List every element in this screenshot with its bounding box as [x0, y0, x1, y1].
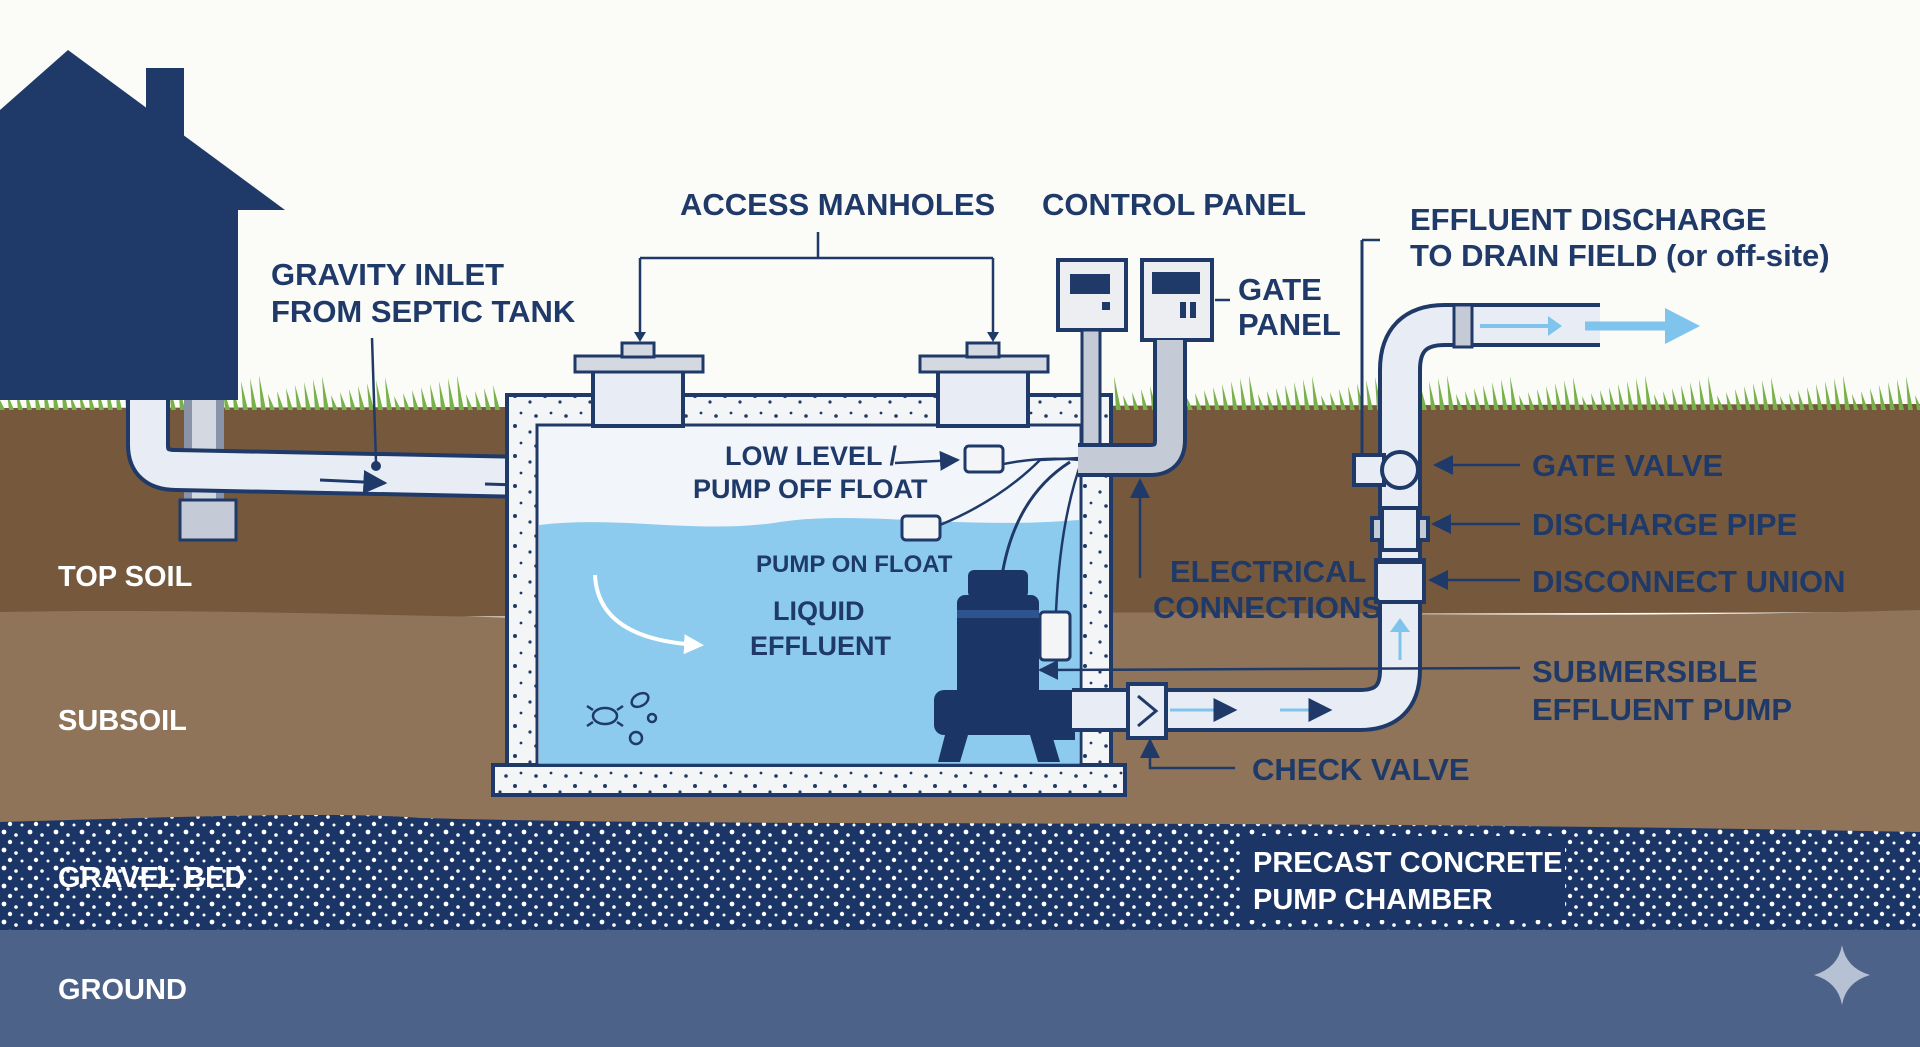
label-liquid-effluent-1: LIQUID [773, 596, 865, 626]
discharge-piping [1072, 240, 1700, 740]
layer-ground: GROUND [58, 974, 187, 1006]
label-low-level-1: LOW LEVEL / [725, 441, 898, 471]
layer-gravel-bed: GRAVEL BED [58, 862, 245, 894]
low-level-float [963, 444, 1005, 474]
label-low-level-2: PUMP OFF FLOAT [693, 474, 928, 504]
pump-on-float [900, 514, 942, 542]
label-gate-panel-2: PANEL [1238, 307, 1341, 342]
float-switches [900, 444, 1084, 662]
label-disconnect-union: DISCONNECT UNION [1532, 564, 1845, 599]
layer-subsoil: SUBSOIL [58, 705, 187, 737]
sparkle-icon [1814, 945, 1870, 1005]
label-electrical-1: ELECTRICAL [1170, 554, 1366, 589]
gravel-layer-dots [0, 815, 1920, 942]
label-effluent-discharge-1: EFFLUENT DISCHARGE [1410, 202, 1767, 237]
gate-panel [1078, 258, 1214, 477]
bacteria-icon [586, 691, 658, 746]
label-access-manholes: ACCESS MANHOLES [680, 187, 995, 222]
label-precast-1: PRECAST CONCRETE [1253, 847, 1562, 879]
label-submersible-1: SUBMERSIBLE [1532, 654, 1758, 689]
label-submersible-2: EFFLUENT PUMP [1532, 692, 1792, 727]
leader-lines [370, 232, 1521, 770]
precast-label-backing [1240, 836, 1565, 920]
label-electrical-2: CONNECTIONS [1153, 590, 1382, 625]
grass-strip [0, 375, 1920, 410]
label-effluent-discharge-2: TO DRAIN FIELD (or off-site) [1410, 238, 1830, 273]
label-gate-valve: GATE VALVE [1532, 448, 1723, 483]
submersible-pump [934, 570, 1075, 762]
label-pump-on-float: PUMP ON FLOAT [756, 551, 953, 578]
label-gravity-inlet-1: GRAVITY INLET [271, 257, 504, 292]
pump-float [1038, 610, 1072, 662]
label-precast-2: PUMP CHAMBER [1253, 884, 1493, 916]
ground-layer [0, 930, 1920, 1047]
gate-valve [1352, 453, 1386, 487]
label-discharge-pipe: DISCHARGE PIPE [1532, 507, 1797, 542]
label-gate-panel-1: GATE [1238, 272, 1322, 307]
control-panel [1056, 258, 1128, 452]
grass-blades [0, 375, 1920, 410]
label-gravity-inlet-2: FROM SEPTIC TANK [271, 294, 576, 329]
label-control-panel: CONTROL PANEL [1042, 187, 1306, 222]
check-valve [1126, 682, 1168, 740]
label-check-valve: CHECK VALVE [1252, 752, 1470, 787]
layer-top-soil: TOP SOIL [58, 561, 192, 593]
disconnect-union [1374, 560, 1426, 604]
label-liquid-effluent-2: EFFLUENT [750, 631, 891, 661]
